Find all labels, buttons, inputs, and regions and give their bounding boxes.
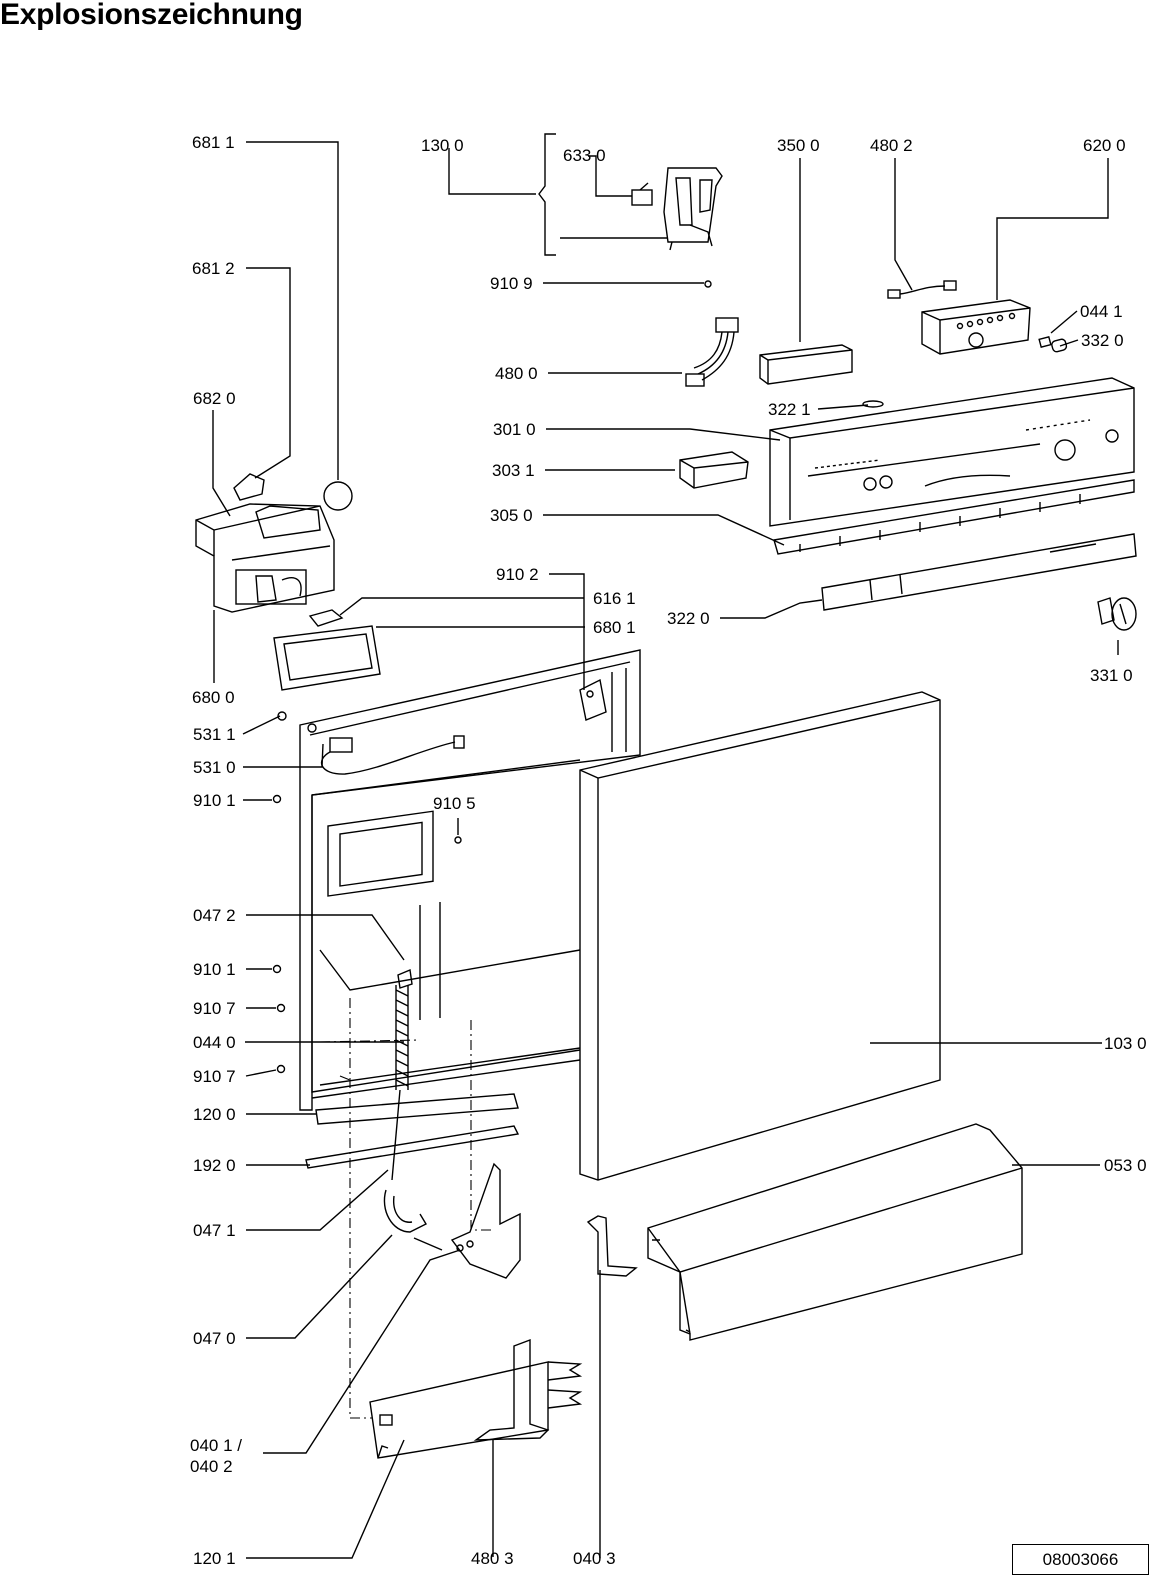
label-305-0: 305 0 [490, 506, 533, 525]
label-120-0: 120 0 [193, 1105, 236, 1124]
label-040-1: 040 1 / [190, 1436, 242, 1455]
label-620-0: 620 0 [1083, 136, 1126, 155]
label-480-2: 480 2 [870, 136, 913, 155]
bottom-rail [315, 1093, 519, 1125]
page-title: Explosionszeichnung [0, 0, 303, 31]
spring [391, 969, 413, 1181]
label-910-7-b: 910 7 [193, 1067, 236, 1086]
label-103-0: 103 0 [1104, 1034, 1147, 1053]
label-044-0: 044 0 [193, 1033, 236, 1052]
label-681-2: 681 2 [192, 259, 235, 278]
plinth-cover [647, 1123, 1023, 1341]
control-unit [921, 299, 1031, 355]
label-680-1: 680 1 [593, 618, 636, 637]
leader-lines [212, 133, 1119, 1559]
door-screws [272, 711, 462, 1074]
decor-panel [821, 533, 1137, 611]
label-350-0: 350 0 [777, 136, 820, 155]
label-910-1-a: 910 1 [193, 791, 236, 810]
label-040-3: 040 3 [573, 1549, 616, 1568]
label-047-0: 047 0 [193, 1329, 236, 1348]
label-192-0: 192 0 [193, 1156, 236, 1175]
label-303-1: 303 1 [492, 461, 535, 480]
latch-assembly [663, 167, 723, 251]
hinge-bracket [450, 1162, 521, 1279]
program-knob [1097, 597, 1137, 631]
side-bracket [586, 1215, 638, 1277]
document-number: 08003066 [1012, 1544, 1149, 1575]
label-910-1-b: 910 1 [193, 960, 236, 979]
strip-seal [305, 1125, 520, 1169]
electronic-module [759, 344, 853, 385]
label-680-0: 680 0 [192, 688, 235, 707]
bottom-skirt [369, 1361, 583, 1459]
label-120-1: 120 1 [193, 1549, 236, 1568]
seal-disc [323, 481, 353, 511]
label-331-0: 331 0 [1090, 666, 1133, 685]
dispenser-gasket [273, 625, 381, 691]
label-322-0: 322 0 [667, 609, 710, 628]
inner-cable [320, 735, 465, 775]
label-681-1: 681 1 [192, 133, 235, 152]
label-044-1: 044 1 [1080, 302, 1123, 321]
trim-strip [773, 479, 1135, 555]
rinse-cap [233, 473, 265, 501]
dispenser-clip [308, 609, 344, 627]
label-047-1: 047 1 [193, 1221, 236, 1240]
label-040-2: 040 2 [190, 1457, 233, 1476]
outer-door-panel [579, 691, 941, 1181]
label-053-0: 053 0 [1104, 1156, 1147, 1175]
label-682-0: 682 0 [193, 389, 236, 408]
label-910-7-a: 910 7 [193, 999, 236, 1018]
label-480-3: 480 3 [471, 1549, 514, 1568]
inner-door-panel [299, 649, 641, 1111]
control-panel-fascia [769, 377, 1135, 527]
label-301-0: 301 0 [493, 420, 536, 439]
micro-switch [631, 182, 653, 206]
foot-bracket [473, 1338, 550, 1441]
small-clip [862, 400, 884, 408]
screw-small [704, 280, 712, 288]
label-531-1: 531 1 [193, 725, 236, 744]
label-531-0: 531 0 [193, 758, 236, 777]
label-332-0: 332 0 [1081, 331, 1124, 350]
hinge-arm [383, 1189, 443, 1251]
label-047-2: 047 2 [193, 906, 236, 925]
dispenser-unit [195, 503, 335, 613]
label-616-1: 616 1 [593, 589, 636, 608]
label-633-0: 633 0 [563, 146, 606, 165]
knob-shaft [1038, 335, 1068, 353]
label-910-9: 910 9 [490, 274, 533, 293]
small-cable [887, 280, 957, 299]
label-322-1: 322 1 [768, 400, 811, 419]
label-910-2: 910 2 [496, 565, 539, 584]
label-480-0: 480 0 [495, 364, 538, 383]
handle [679, 451, 749, 489]
label-910-5: 910 5 [433, 794, 476, 813]
wire-harness-top [685, 317, 739, 387]
label-130-0: 130 0 [421, 136, 464, 155]
part-labels: 681 1 130 0 633 0 350 0 480 2 620 0 681 … [190, 133, 1147, 1568]
